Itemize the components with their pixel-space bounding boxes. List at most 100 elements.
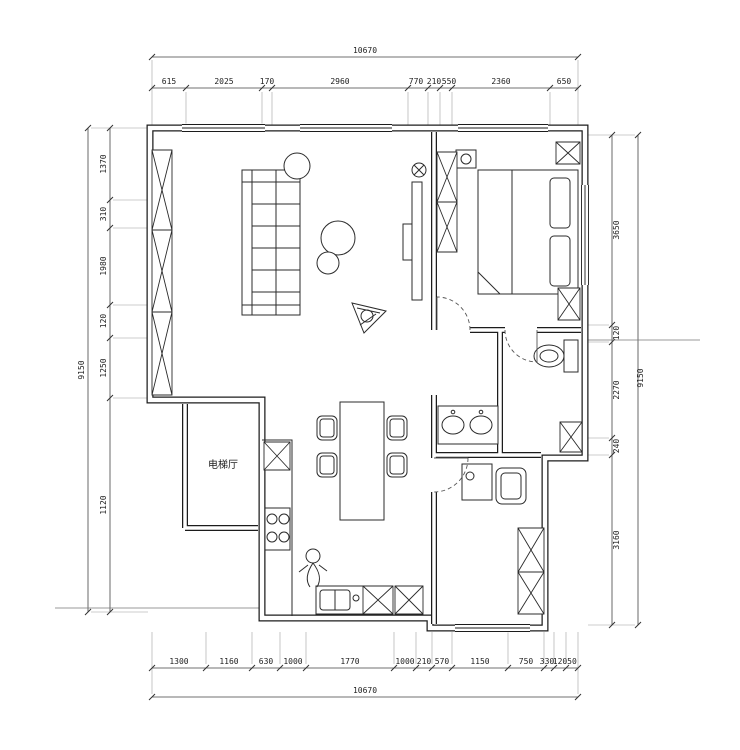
dim-right-seg: 3160 xyxy=(612,530,621,549)
nightstand-lamp xyxy=(460,153,472,165)
left-inner-ticks xyxy=(106,124,114,616)
chair-seat xyxy=(389,455,405,475)
plant-leaves xyxy=(356,307,381,326)
toilet-bowl xyxy=(533,344,565,368)
dim-right-seg: 3650 xyxy=(612,220,621,239)
dimension-line-set xyxy=(87,56,639,698)
dining-chair xyxy=(316,415,338,441)
sink-counter xyxy=(315,585,365,615)
side-table-top xyxy=(283,152,311,180)
desk-lamp xyxy=(465,471,475,481)
cabinet-xbox xyxy=(555,141,581,165)
window-lines xyxy=(182,124,265,132)
dining-chair xyxy=(386,415,408,441)
sofa-body xyxy=(241,169,301,316)
dim-bottom-seg: 1160 xyxy=(219,657,238,666)
tv-screen xyxy=(402,223,413,261)
dim-bottom-total: 10670 xyxy=(353,686,377,695)
sofa xyxy=(241,169,301,316)
dining-table-top xyxy=(339,401,385,521)
dim-bottom-seg: 1770 xyxy=(340,657,359,666)
pillow xyxy=(549,235,571,287)
armchair-seat xyxy=(500,472,522,500)
blanket-fold xyxy=(477,170,513,295)
armchair xyxy=(495,467,527,505)
kitchen-counter xyxy=(262,439,293,616)
dim-top-seg: 770 xyxy=(409,77,424,86)
dim-bottom-seg: 630 xyxy=(259,657,274,666)
chair-seat xyxy=(389,418,405,438)
vanity-counter xyxy=(437,405,499,445)
toilet-tank xyxy=(563,339,579,373)
cabinet-xbox xyxy=(362,585,394,615)
window-bedroom2 xyxy=(455,623,530,633)
dim-top-seg: 2025 xyxy=(214,77,233,86)
sink-faucet xyxy=(352,594,360,602)
cabinet-xbox xyxy=(559,421,583,453)
toilet-bowl-inner xyxy=(539,349,559,363)
dim-top-seg: 550 xyxy=(442,77,457,86)
kitchen-sink xyxy=(315,585,365,615)
dining-chair xyxy=(316,452,338,478)
window-lines xyxy=(455,624,530,632)
door-arc-bathroom xyxy=(504,329,538,363)
nightstand xyxy=(455,149,477,169)
dim-left-seg: 120 xyxy=(99,314,108,329)
cabinet-xbox xyxy=(436,201,458,253)
bottom-total-ticks xyxy=(148,693,582,701)
plant-outline xyxy=(351,302,387,334)
tv-cabinet-body xyxy=(411,181,423,301)
cabinet-xbox xyxy=(151,229,173,313)
faucet xyxy=(450,409,456,415)
dim-top-total: 10670 xyxy=(353,46,377,55)
dim-bottom-seg: 1300 xyxy=(169,657,188,666)
window-living-2 xyxy=(300,123,392,133)
coffee-table-small xyxy=(316,251,340,275)
cabinet-xbox xyxy=(263,441,291,471)
dim-left-total: 9150 xyxy=(77,360,86,379)
chair-seat xyxy=(319,455,335,475)
bottom-extension-lines xyxy=(151,632,579,694)
window-lines xyxy=(458,124,548,132)
room-label-elevator-hall: 电梯厅 xyxy=(208,458,238,471)
cabinet-xbox xyxy=(436,151,458,203)
coffee-table xyxy=(316,220,356,275)
vanity-basin xyxy=(469,415,493,435)
windows xyxy=(182,123,590,633)
round-side-table xyxy=(283,152,311,180)
top-extension-lines xyxy=(151,60,579,126)
top-total-ticks xyxy=(148,53,582,61)
right-inner-ticks xyxy=(608,131,616,629)
dim-bottom-seg: 1000 xyxy=(283,657,302,666)
burner xyxy=(266,513,278,525)
right-outer-ticks xyxy=(634,131,642,629)
dining-chairs xyxy=(316,415,408,478)
tv-cabinet xyxy=(402,181,423,301)
bottom-segment-ticks xyxy=(148,664,582,672)
bed xyxy=(477,169,579,295)
dim-top-seg: 650 xyxy=(557,77,572,86)
dim-right-seg: 240 xyxy=(612,439,621,454)
vanity-basin xyxy=(441,415,465,435)
exterior-wall-hollow xyxy=(147,125,588,631)
burner xyxy=(278,531,290,543)
dim-top-seg: 170 xyxy=(260,77,275,86)
window-right-wall xyxy=(580,185,590,285)
storage-cabinets xyxy=(151,141,583,615)
doors xyxy=(433,296,538,493)
burner xyxy=(278,513,290,525)
dim-top-seg: 2960 xyxy=(330,77,349,86)
ceiling-lamp xyxy=(411,162,427,178)
dimension-labels: 10670 615 2025 170 2960 770 210 550 2360… xyxy=(77,46,645,695)
dim-top-seg: 615 xyxy=(162,77,177,86)
coffee-table-large xyxy=(320,220,356,256)
dimension-lines xyxy=(84,53,642,701)
armchair-body xyxy=(495,467,527,505)
dim-right-seg: 120 xyxy=(612,326,621,341)
interior-walls-hollow xyxy=(183,132,581,624)
lamp-cross xyxy=(413,164,425,176)
nightstand-top xyxy=(455,149,477,169)
dim-top-seg: 210 xyxy=(427,77,442,86)
